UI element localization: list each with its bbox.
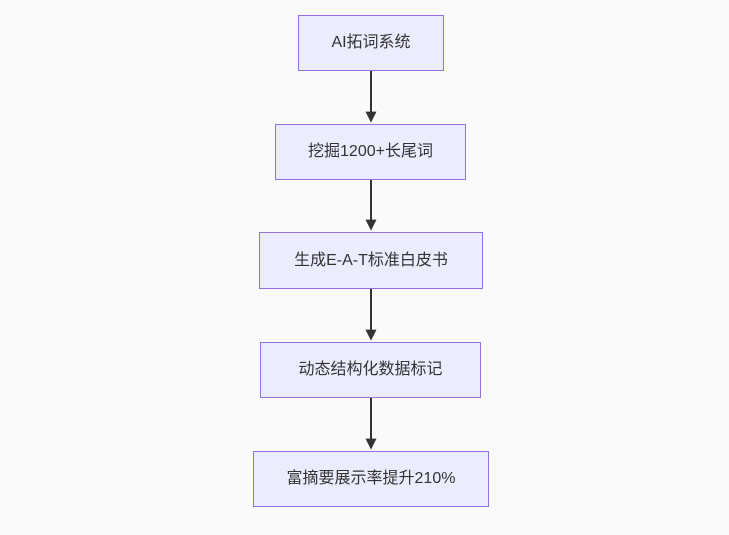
flow-node-eat-whitepaper: 生成E-A-T标准白皮书: [259, 232, 483, 289]
flow-node-rich-snippet-result: 富摘要展示率提升210%: [253, 451, 489, 507]
node-label: 挖掘1200+长尾词: [308, 143, 433, 161]
node-label: AI拓词系统: [331, 34, 411, 52]
node-label: 富摘要展示率提升210%: [286, 470, 456, 488]
flow-node-longtail-mining: 挖掘1200+长尾词: [275, 124, 466, 180]
flow-node-ai-keyword-system: AI拓词系统: [298, 15, 444, 71]
node-label: 动态结构化数据标记: [298, 361, 443, 379]
node-label: 生成E-A-T标准白皮书: [294, 251, 448, 269]
flow-node-structured-data-markup: 动态结构化数据标记: [260, 342, 481, 398]
